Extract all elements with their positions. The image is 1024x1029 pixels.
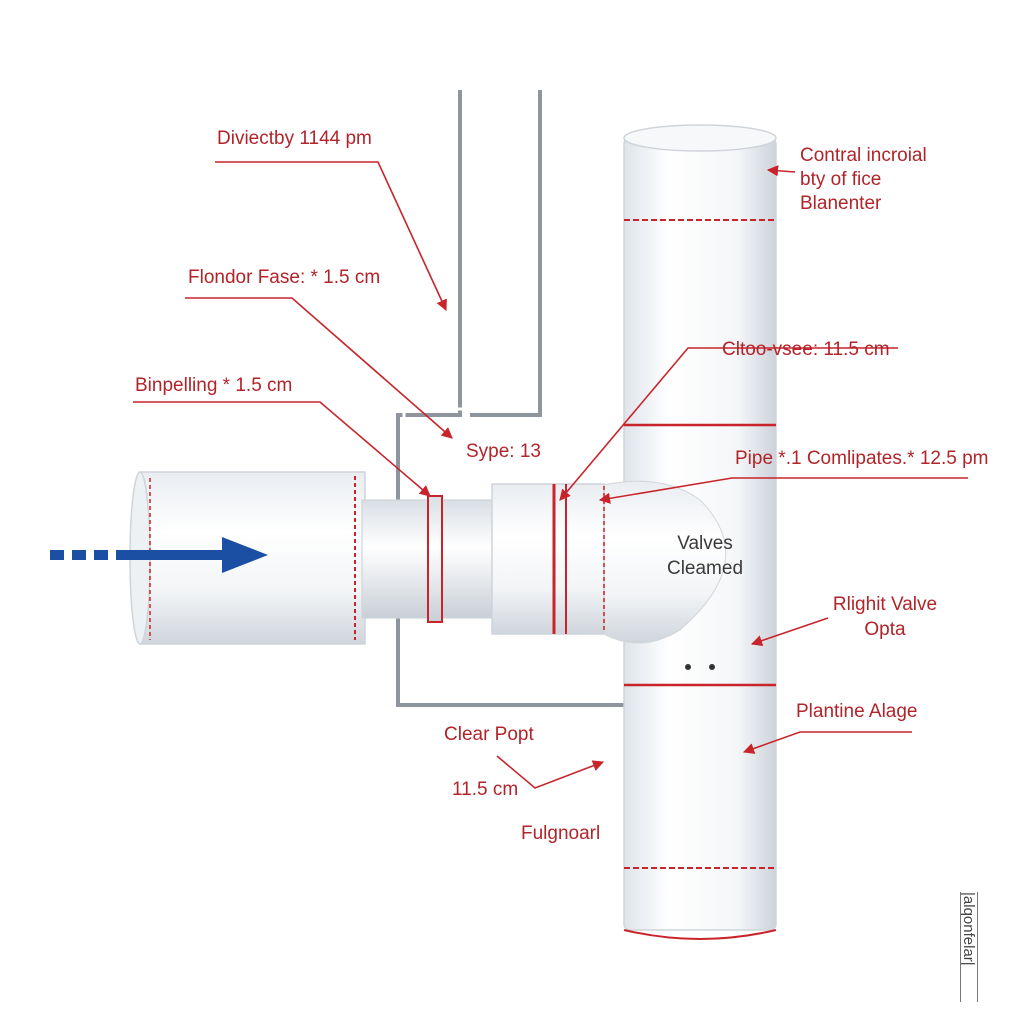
arrow-right-icon: [50, 537, 268, 573]
vertical-watermark-text: |alqonfelar|: [960, 892, 978, 1002]
leader-plantine: [742, 731, 912, 754]
label-control-line1: Contral incroial: [800, 145, 927, 166]
reducer-coupling: [361, 495, 495, 623]
label-right-valve-line2: Opta: [864, 619, 906, 640]
leader-lines: [133, 161, 968, 789]
label-control-line3: Blanenter: [800, 193, 882, 214]
leader-directby: [215, 161, 447, 312]
leader-binpelling: [133, 401, 431, 497]
leader-clear-popt: [496, 755, 605, 789]
label-flondor: Flondor Fase: * 1.5 cm: [188, 267, 381, 288]
label-pipe-compl: Pipe *.1 Comlipates.* 12.5 pm: [735, 448, 989, 469]
label-plantine: Plantine Alage: [796, 701, 918, 722]
label-right-valve-line1: Rlighit Valve: [832, 594, 938, 615]
label-sype: Sype: 13: [466, 441, 541, 462]
tee-junction: [589, 480, 727, 644]
label-clear-popt: Clear Popt: [444, 724, 534, 745]
frame-outline: [396, 80, 628, 707]
leader-cltoo: [559, 347, 898, 501]
leader-control: [766, 165, 796, 177]
leader-flondor: [185, 297, 453, 439]
tee-coupling: [491, 483, 605, 635]
label-fulgnoarl: Fulgnoarl: [521, 823, 601, 844]
label-directby: Diviectby 1144 pm: [217, 128, 372, 149]
label-binpelling: Binpelling * 1.5 cm: [135, 375, 293, 396]
label-valves-line2: Cleamed: [666, 558, 744, 579]
label-valves-line1: Valves: [677, 533, 733, 554]
label-measure: 11.5 cm: [452, 779, 519, 800]
label-control-line2: bty of fice: [800, 169, 882, 190]
leader-pipe-compl: [598, 477, 968, 504]
leader-right-valve: [750, 617, 829, 647]
label-cltoo: Cltoo-vsee: 11.5 cm: [722, 339, 890, 360]
